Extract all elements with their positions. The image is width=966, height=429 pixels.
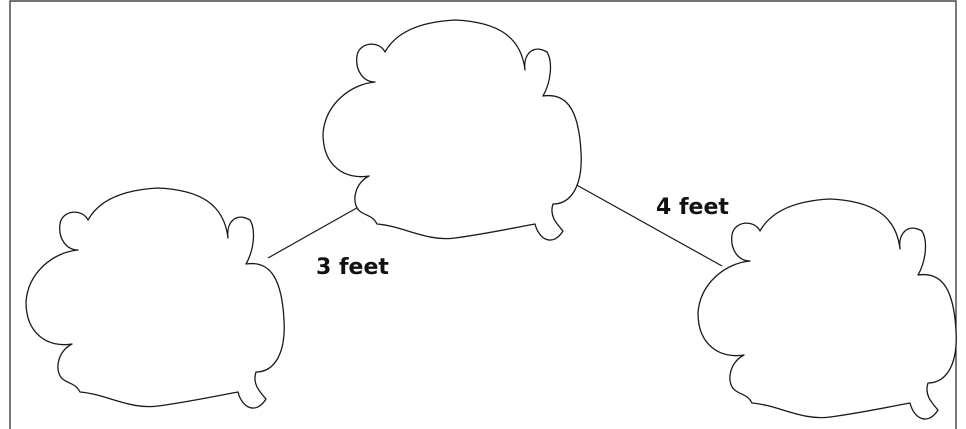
cloud-right (697, 198, 957, 420)
distance-label-3-feet: 3 feet (316, 255, 389, 280)
distance-label-4-feet: 4 feet (656, 195, 729, 220)
connector-top-right (572, 182, 723, 267)
cloud-top (322, 19, 582, 241)
cloud-left (25, 187, 285, 409)
connector-left-top (267, 204, 363, 259)
frame-border (9, 0, 957, 429)
